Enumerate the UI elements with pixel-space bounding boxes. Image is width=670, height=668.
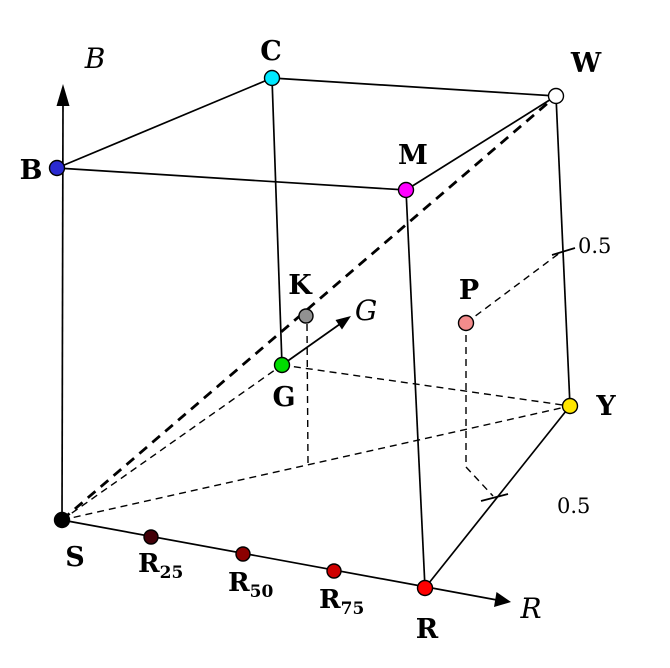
r75-label-sub: 75 — [341, 599, 365, 619]
half-tick-top — [551, 247, 576, 256]
edge-m-w — [405, 95, 557, 191]
m-magenta-vertex-dot — [397, 181, 415, 199]
r25-label: R25 — [138, 549, 183, 583]
half-tick-bottom — [480, 493, 509, 502]
r50-label-base: R — [228, 568, 250, 598]
edge-b-m — [56, 167, 407, 191]
half-label-top: 0.5 — [578, 234, 611, 258]
edge-g-c — [271, 77, 283, 366]
edge-b-c — [56, 77, 273, 169]
r25-dot — [143, 529, 159, 545]
y-vertex-label: Y — [595, 391, 616, 422]
r-red-vertex-dot — [416, 579, 434, 597]
c-vertex-label: C — [260, 36, 282, 67]
edge-r-m — [405, 189, 426, 589]
bottom-face-diagonal-dashed — [61, 405, 571, 521]
c-cyan-vertex-dot — [263, 69, 281, 87]
g-axis-line — [281, 323, 341, 366]
r-axis-label: R — [519, 592, 541, 625]
edge-c-w — [271, 77, 557, 97]
b-axis-label: B — [84, 42, 106, 75]
r-vertex-label: R — [416, 614, 439, 645]
g-axis-label: G — [355, 294, 377, 327]
p-point-dot — [457, 314, 475, 332]
s-black-vertex-dot — [53, 511, 71, 529]
g-axis-arrow-icon — [335, 316, 351, 330]
g-vertex-label: G — [272, 382, 295, 413]
edge-g-y-dashed — [281, 364, 571, 407]
gray-axis-diagonal — [61, 94, 557, 522]
r50-label-sub: 50 — [250, 582, 274, 602]
p-to-top-tick-line — [465, 251, 562, 324]
p-point-label: P — [459, 275, 479, 306]
m-vertex-label: M — [398, 140, 428, 171]
w-white-vertex-dot — [547, 87, 565, 105]
r75-dot — [326, 563, 342, 579]
w-vertex-label: W — [570, 48, 602, 79]
r50-dot — [235, 546, 251, 562]
k-center-dot — [298, 308, 314, 324]
b-vertex-label: B — [20, 155, 43, 186]
k-projection-line — [306, 323, 309, 464]
r25-label-base: R — [138, 549, 160, 579]
k-point-label: K — [288, 270, 313, 301]
g-green-vertex-dot — [273, 356, 291, 374]
b-blue-vertex-dot — [48, 159, 66, 177]
r-axis-arrow-icon — [494, 592, 511, 607]
r25-label-sub: 25 — [160, 563, 184, 583]
half-label-bottom: 0.5 — [557, 494, 590, 518]
y-yellow-vertex-dot — [561, 397, 579, 415]
b-axis-arrow-icon — [56, 84, 70, 106]
edge-s-g-dashed — [61, 364, 283, 521]
r75-label-base: R — [319, 585, 341, 615]
s-vertex-label: S — [65, 542, 85, 573]
p-to-bottom-tick-line — [465, 466, 494, 497]
r75-label: R75 — [319, 585, 364, 619]
r50-label: R50 — [228, 568, 273, 602]
